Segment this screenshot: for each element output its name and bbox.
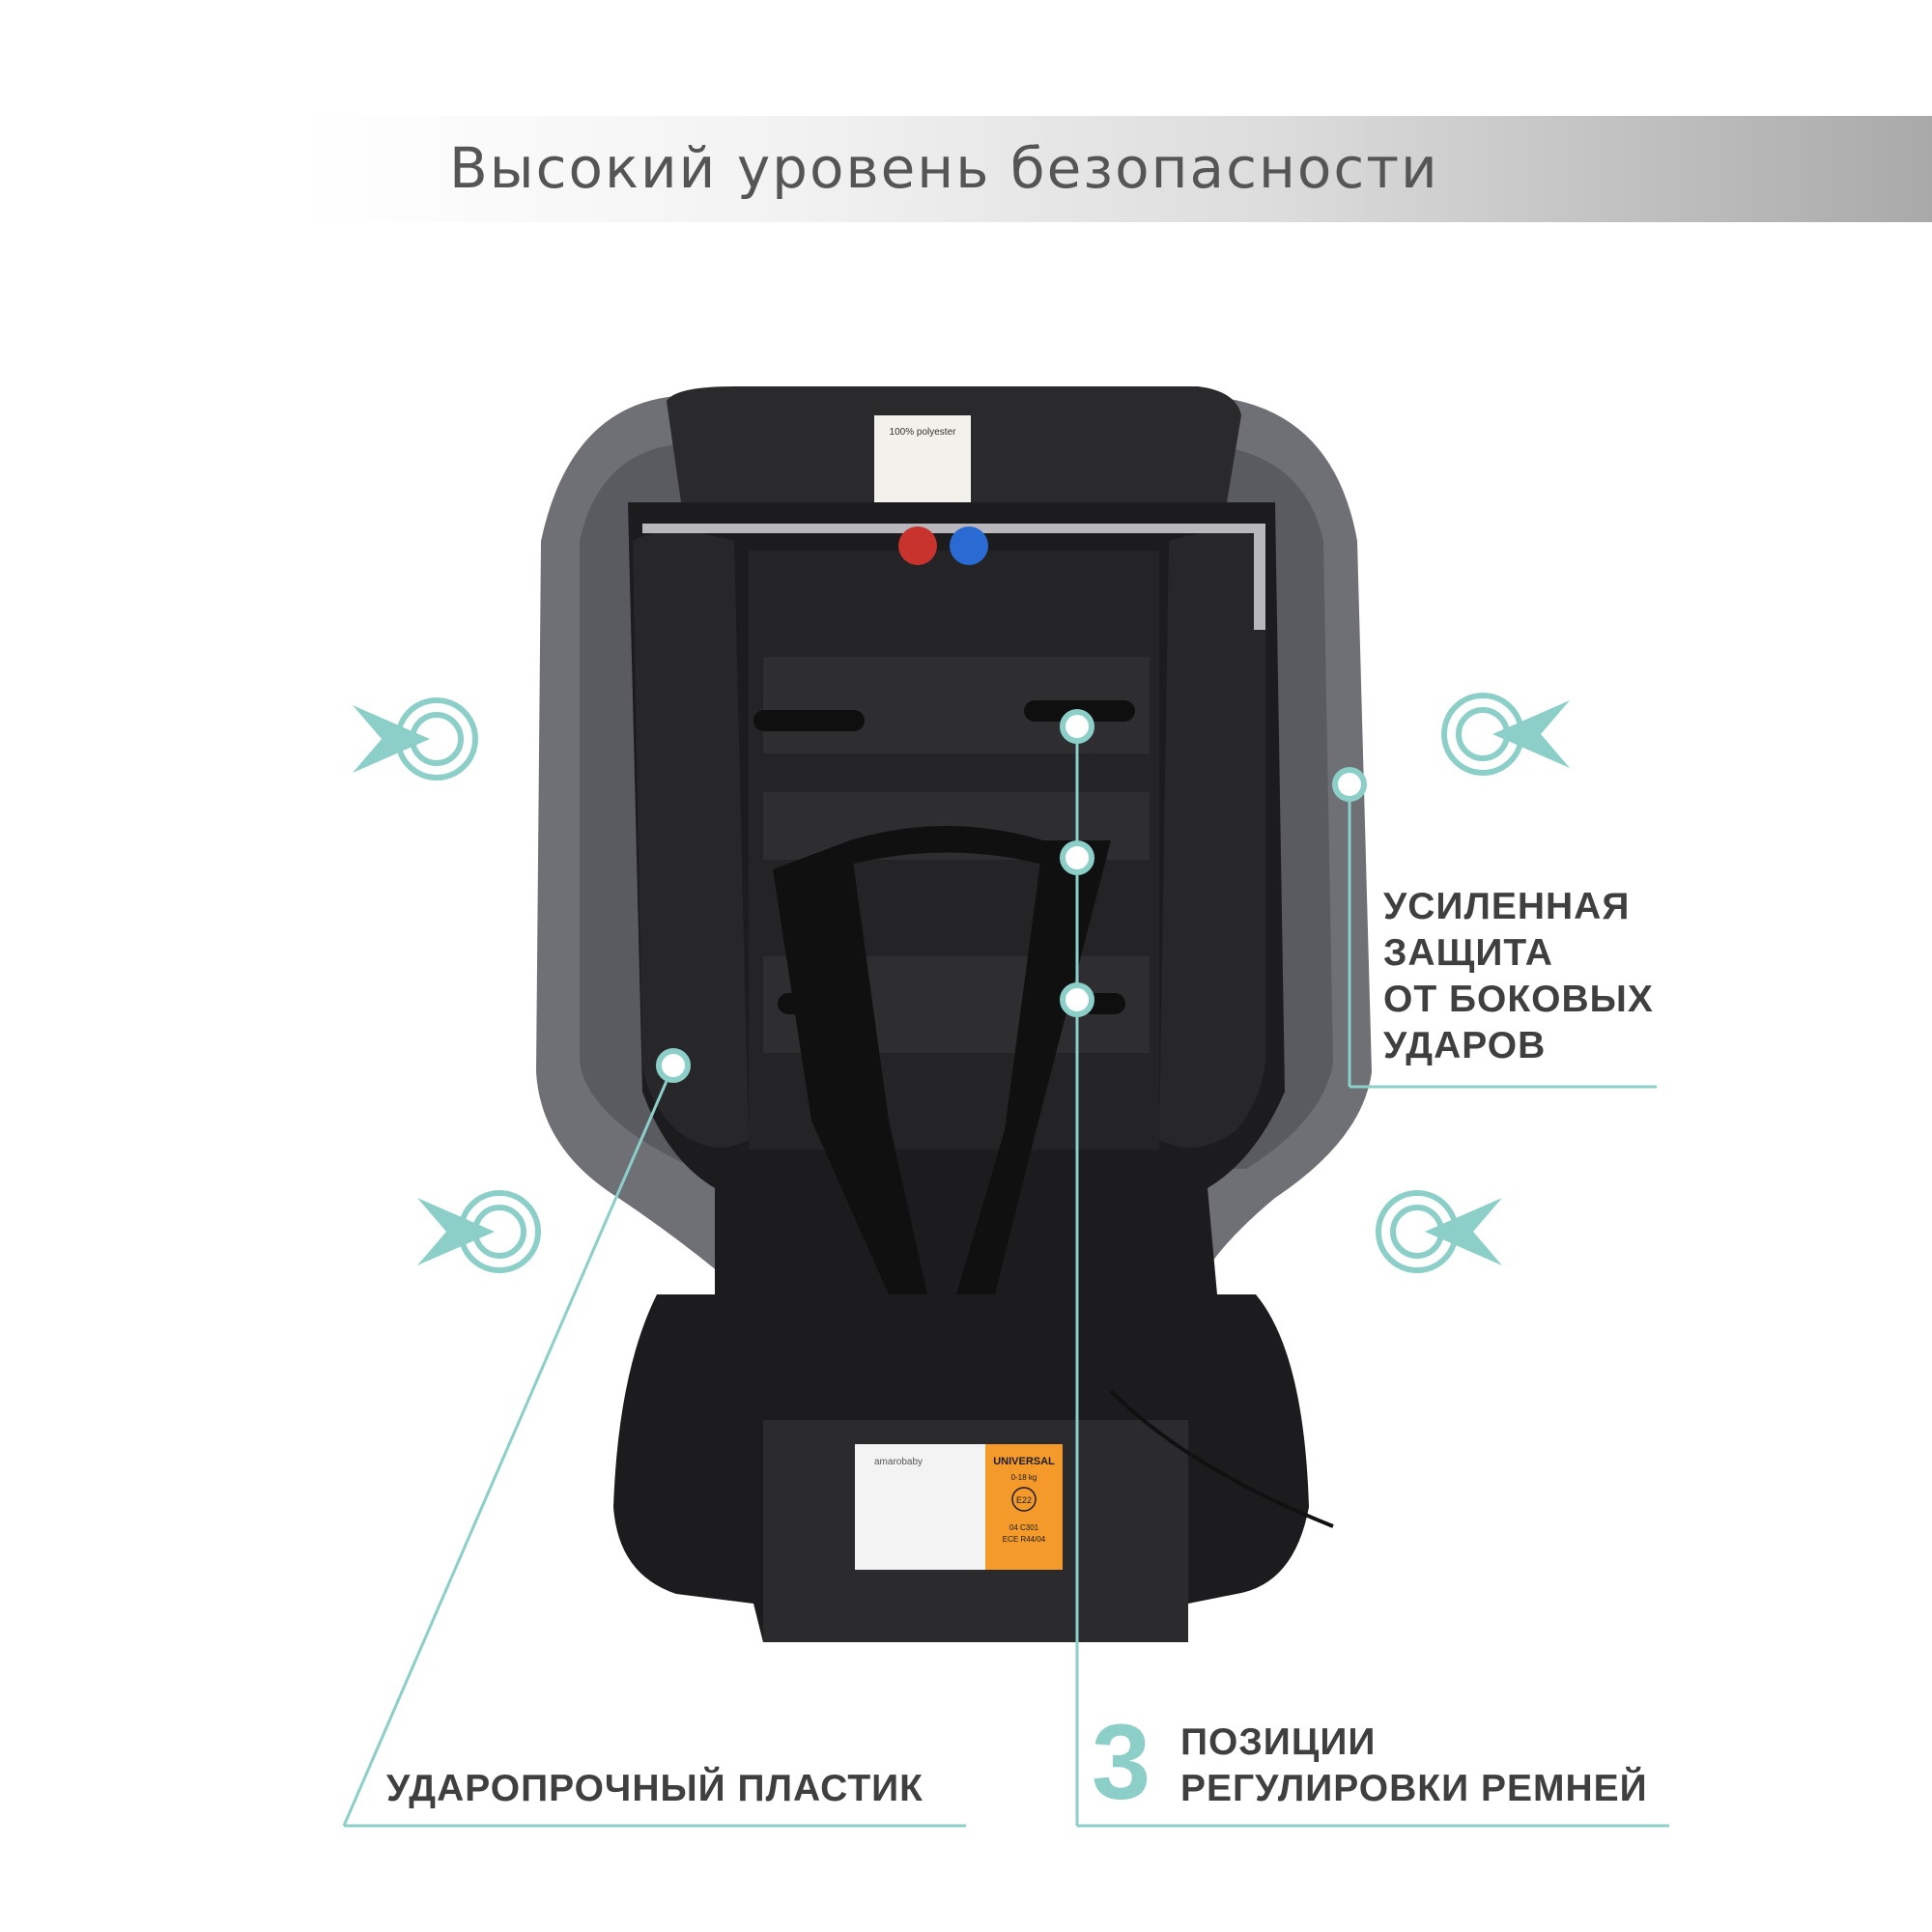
info-label bbox=[855, 1444, 985, 1570]
callout-plastic bbox=[342, 1048, 966, 1828]
impact-arrow-icon-top-right bbox=[1441, 693, 1570, 776]
strap-positions-label: ПОЗИЦИИ РЕГУЛИРОВКИ РЕМНЕЙ bbox=[1180, 1719, 1648, 1812]
strap-positions-line: РЕГУЛИРОВКИ РЕМНЕЙ bbox=[1180, 1768, 1648, 1809]
title-banner bbox=[302, 116, 1932, 222]
blue-button bbox=[950, 526, 988, 565]
impact-arrow-icon-top-left bbox=[353, 697, 478, 781]
strap-positions-line: ПОЗИЦИИ bbox=[1180, 1721, 1377, 1763]
cert-standard-text: ECE R44/04 bbox=[1003, 1535, 1046, 1544]
strap-positions-number: 3 bbox=[1092, 1703, 1151, 1822]
left-wing bbox=[633, 531, 749, 1148]
side-protection-line: ЗАЩИТА bbox=[1383, 932, 1553, 974]
plastic-label: УДАРОПРОЧНЫЙ ПЛАСТИК bbox=[386, 1768, 923, 1809]
cert-mark-text: E22 bbox=[1016, 1495, 1032, 1505]
side-protection-line: УДАРОВ bbox=[1383, 1025, 1547, 1066]
red-button bbox=[898, 526, 937, 565]
callout-strap-positions bbox=[1060, 709, 1669, 1828]
harness-strap-left bbox=[773, 840, 927, 1294]
cert-universal-text: UNIVERSAL bbox=[993, 1456, 1055, 1467]
callout-side-protection bbox=[1332, 767, 1657, 1089]
side-protection-line: ОТ БОКОВЫХ bbox=[1383, 979, 1654, 1020]
impact-arrow-icon-bottom-right bbox=[1376, 1190, 1502, 1273]
impact-arrow-icon-bottom-left bbox=[417, 1190, 541, 1273]
side-protection-line: УСИЛЕННАЯ bbox=[1383, 886, 1631, 927]
fabric-tag-text: 100% polyester bbox=[890, 427, 957, 438]
right-wing bbox=[1159, 531, 1265, 1148]
page-title: Высокий уровень безопасности bbox=[449, 135, 1439, 201]
brand-text: amarobaby bbox=[874, 1457, 923, 1467]
orange-cert-label bbox=[985, 1444, 1063, 1570]
cert-code-text: 04 C301 bbox=[1009, 1523, 1039, 1532]
cert-weight-text: 0-18 kg bbox=[1011, 1473, 1037, 1482]
fabric-tag bbox=[874, 415, 971, 502]
harness-strap-right bbox=[956, 840, 1111, 1294]
side-protection-label: УСИЛЕННАЯ ЗАЩИТА ОТ БОКОВЫХ УДАРОВ bbox=[1383, 884, 1654, 1069]
